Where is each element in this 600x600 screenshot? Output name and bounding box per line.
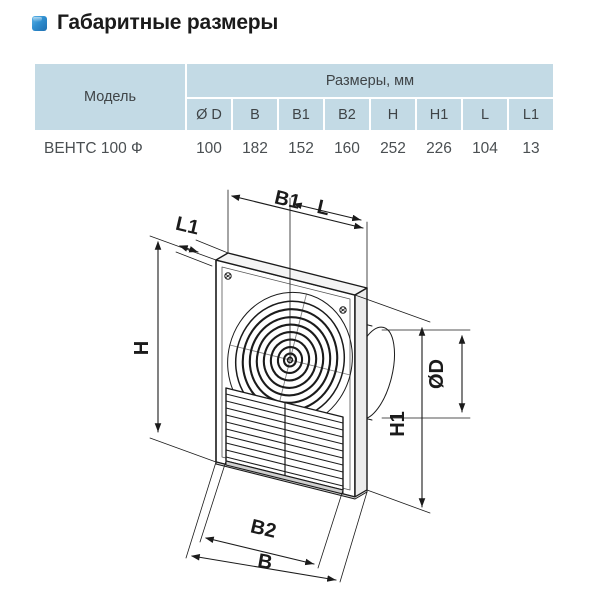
cell-h: 252	[371, 132, 415, 166]
header-col-l1: L1	[509, 99, 553, 130]
label-h1: H1	[387, 411, 409, 437]
cell-b: 182	[233, 132, 277, 166]
label-d: ØD	[426, 359, 448, 389]
dimension-lines	[154, 194, 466, 582]
header-col-h1: H1	[417, 99, 461, 130]
header-model: Модель	[35, 64, 185, 130]
cell-b2: 160	[325, 132, 369, 166]
page-title: Габаритные размеры	[57, 11, 279, 34]
table-head: Модель Размеры, мм Ø D B B1 B2 H H1 L L1	[35, 64, 553, 130]
label-l1: L1	[174, 213, 202, 240]
witness-lines	[149, 189, 471, 583]
header-col-l: L	[463, 99, 507, 130]
louver-grille	[225, 387, 344, 495]
header-dimensions-group: Размеры, мм	[187, 64, 553, 97]
table-body: ВЕНТС 100 Ф 100 182 152 160 252 226 104 …	[35, 132, 553, 166]
dimensions-table: Модель Размеры, мм Ø D B B1 B2 H H1 L L1…	[33, 62, 555, 168]
page-heading: Габаритные размеры	[32, 11, 278, 35]
header-col-b: B	[233, 99, 277, 130]
cell-h1: 226	[417, 132, 461, 166]
label-b2: B2	[248, 516, 278, 543]
table-head-row-2: Ø D B B1 B2 H H1 L L1	[35, 99, 553, 130]
header-col-d: Ø D	[187, 99, 231, 130]
label-l: L	[315, 196, 332, 220]
header-col-b2: B2	[325, 99, 369, 130]
cell-model: ВЕНТС 100 Ф	[35, 132, 185, 166]
header-col-h: H	[371, 99, 415, 130]
table-row: ВЕНТС 100 Ф 100 182 152 160 252 226 104 …	[35, 132, 553, 166]
cell-l: 104	[463, 132, 507, 166]
label-h: H	[131, 341, 153, 355]
label-b: B	[256, 550, 274, 574]
label-b1: B1	[272, 187, 302, 214]
cell-l1: 13	[509, 132, 553, 166]
cell-d: 100	[187, 132, 231, 166]
cell-b1: 152	[279, 132, 323, 166]
table-head-row-1: Модель Размеры, мм	[35, 64, 553, 130]
blue-square-icon	[32, 15, 47, 31]
header-col-b1: B1	[279, 99, 323, 130]
technical-drawing: B1 L L1 H ØD H1 B2 B	[0, 170, 600, 600]
